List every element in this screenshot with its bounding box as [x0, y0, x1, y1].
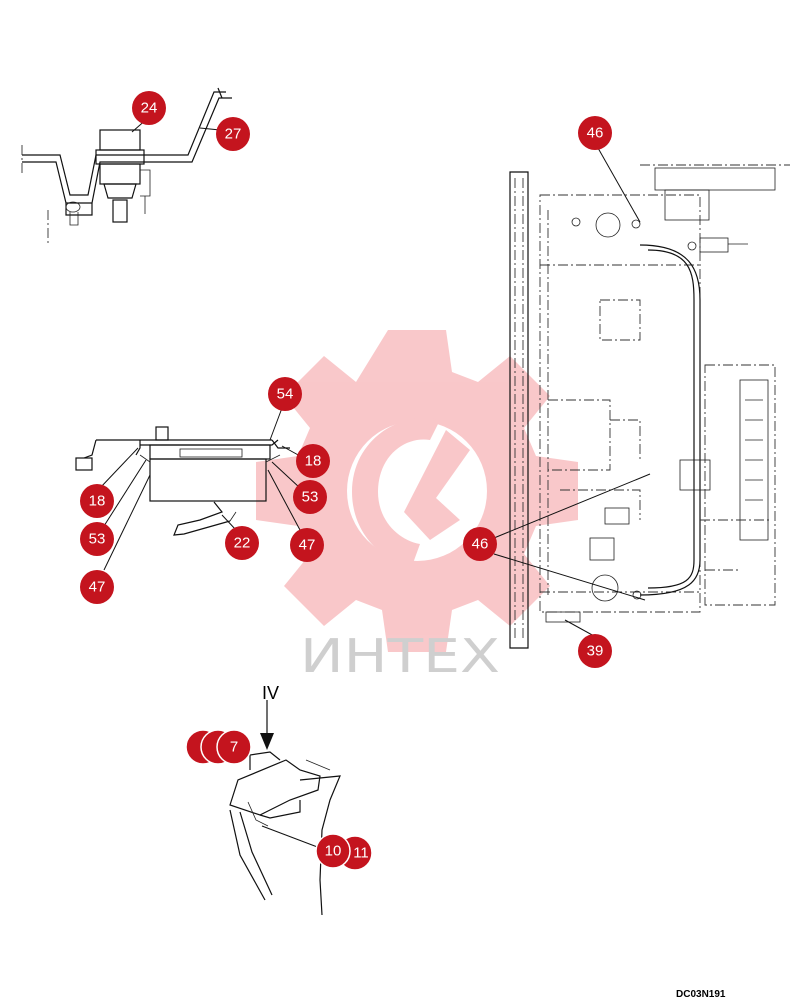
callout-24[interactable]: 24 — [132, 91, 166, 125]
callout-22[interactable]: 22 — [225, 526, 259, 560]
watermark-text: ИНТЕХ — [300, 629, 500, 683]
callout-47-left-label: 47 — [89, 579, 106, 596]
callout-46-top[interactable]: 46 — [578, 116, 612, 150]
leader-lines — [99, 117, 651, 849]
callout-53-left[interactable]: 53 — [80, 522, 114, 556]
callout-27-label: 27 — [225, 126, 242, 143]
callout-46-top-label: 46 — [587, 125, 604, 142]
callout-47-left[interactable]: 47 — [80, 570, 114, 604]
callout-39[interactable]: 39 — [578, 634, 612, 668]
callout-47-right[interactable]: 47 — [290, 528, 324, 562]
view-iv-detail-drawing — [229, 700, 341, 916]
watermark-gear-logo — [256, 330, 578, 652]
callout-11-label: 11 — [353, 845, 369, 862]
callout-54[interactable]: 54 — [268, 377, 302, 411]
callout-10-label: 10 — [325, 843, 342, 860]
callout-18-left-label: 18 — [89, 493, 106, 510]
callout-10[interactable]: 10 — [315, 833, 351, 869]
callout-53-right[interactable]: 53 — [293, 480, 327, 514]
callout-24-label: 24 — [141, 100, 158, 117]
callout-47-right-label: 47 — [299, 537, 316, 554]
callout-46-mid-label: 46 — [472, 536, 489, 553]
callout-54-label: 54 — [277, 386, 294, 403]
callout-39-label: 39 — [587, 643, 604, 660]
callout-7[interactable]: 7 — [216, 729, 252, 765]
callout-7-label: 7 — [230, 739, 238, 756]
callout-53-left-label: 53 — [89, 531, 106, 548]
drawing-code: DC03N191 — [676, 989, 726, 1000]
callout-27[interactable]: 27 — [216, 117, 250, 151]
view-iv-label: IV — [262, 683, 279, 703]
callout-18-left[interactable]: 18 — [80, 484, 114, 518]
panel-assembly-drawing — [509, 164, 790, 649]
callout-53-right-label: 53 — [302, 489, 319, 506]
callout-22-label: 22 — [234, 535, 251, 552]
callout-18-right[interactable]: 18 — [296, 444, 330, 478]
switch-detail-drawing — [21, 87, 232, 245]
callout-46-mid[interactable]: 46 — [463, 527, 497, 561]
callout-18-right-label: 18 — [305, 453, 322, 470]
